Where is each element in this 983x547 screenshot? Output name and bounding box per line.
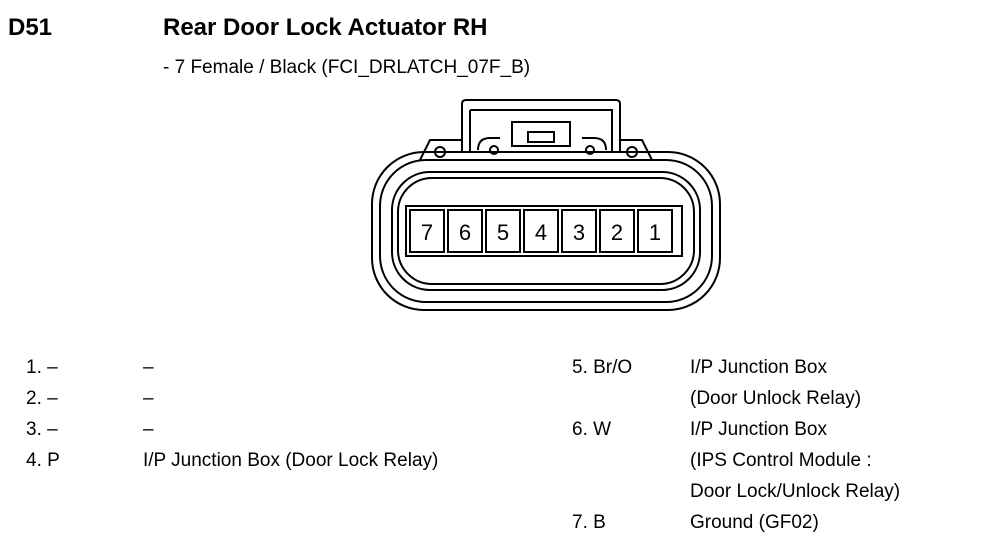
pin-number-label: 6	[459, 220, 471, 245]
connector-subtitle: - 7 Female / Black (FCI_DRLATCH_07F_B)	[163, 57, 531, 78]
connector-latch	[461, 99, 621, 152]
pin-description: I/P Junction Box (Door Lock Relay)	[143, 450, 439, 471]
pin-description: (IPS Control Module :	[690, 450, 872, 471]
pin-description: –	[143, 388, 154, 409]
pin-cavity-7	[409, 209, 445, 253]
pin-cavity-2	[599, 209, 635, 253]
pin-description: I/P Junction Box	[690, 419, 827, 440]
connector-body-inner	[391, 171, 701, 291]
pin-cavity-3	[561, 209, 597, 253]
pin-number: 1. –	[26, 357, 58, 378]
pin-number: 5. Br/O	[572, 357, 633, 378]
pin-number: 2. –	[26, 388, 58, 409]
pin-number-label: 4	[535, 220, 547, 245]
pin-cavity-4	[523, 209, 559, 253]
pin-cavity-1	[637, 209, 673, 253]
pin-number-label: 5	[497, 220, 509, 245]
pin-description: –	[143, 419, 154, 440]
pin-description: –	[143, 357, 154, 378]
connector-latch-tab	[511, 121, 571, 147]
pin-cavity-6	[447, 209, 483, 253]
pin-number-label: 7	[421, 220, 433, 245]
connector-title: Rear Door Lock Actuator RH	[163, 14, 488, 41]
pin-cavity-block	[405, 205, 683, 257]
pin-description: Ground (GF02)	[690, 512, 819, 533]
pin-description: Door Lock/Unlock Relay)	[690, 481, 901, 502]
pin-number: 7. B	[572, 512, 606, 533]
pin-description: (Door Unlock Relay)	[690, 388, 862, 409]
pin-number-label: 3	[573, 220, 585, 245]
pin-number: 4. P	[26, 450, 60, 471]
pin-number: 6. W	[572, 419, 612, 440]
pin-number-label: 1	[649, 220, 661, 245]
pin-cavity-5	[485, 209, 521, 253]
pin-description: I/P Junction Box	[690, 357, 827, 378]
pin-number-label: 2	[611, 220, 623, 245]
connector-code: D51	[8, 14, 53, 41]
pin-number: 3. –	[26, 419, 58, 440]
connector-body-outer	[371, 151, 721, 311]
